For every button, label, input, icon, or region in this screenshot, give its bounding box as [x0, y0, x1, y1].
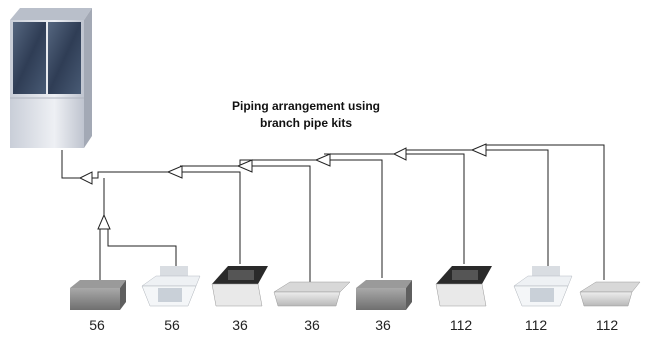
pipe-header-3 [252, 158, 325, 161]
branch-kit-4 [236, 159, 253, 173]
indoor-unit-cassette-black [435, 266, 492, 307]
indoor-unit-ducted [70, 280, 126, 310]
indoor-unit-cassette-white [513, 266, 573, 307]
indoor-unit-ceiling-suspended [579, 281, 641, 307]
capacity-label: 112 [595, 317, 619, 333]
outdoor-unit-side [84, 8, 92, 148]
capacity-label: 112 [449, 317, 473, 333]
fan-grille-right [48, 22, 81, 94]
indoor-unit-cassette-white [141, 266, 201, 307]
fan-grille-left [13, 22, 46, 94]
capacity-label: 36 [232, 317, 248, 333]
pipe-to-unit-7 [486, 149, 549, 276]
branch-kit-2 [97, 213, 111, 230]
branch-kit-6 [392, 147, 407, 161]
pipe-network [61, 144, 605, 290]
pipe-to-unit-6 [406, 153, 465, 264]
pipe-to-unit-8 [486, 144, 605, 280]
pipe-to-unit-5 [330, 159, 383, 278]
pipe-header-1 [92, 171, 168, 179]
capacity-label: 56 [164, 317, 180, 333]
caption-line-2: branch pipe kits [259, 116, 353, 130]
outdoor-unit-top [10, 8, 92, 20]
branch-kit-1 [78, 171, 93, 185]
capacity-label: 112 [524, 317, 548, 333]
indoor-unit-ducted [356, 280, 412, 310]
indoor-unit-cassette-black [211, 266, 268, 307]
diagram-caption: Piping arrangement using branch pipe kit… [206, 98, 406, 132]
pipe-outdoor-feed [61, 150, 80, 179]
branch-kits [78, 143, 487, 230]
indoor-units [70, 266, 641, 310]
indoor-unit-ceiling-suspended [273, 281, 351, 307]
branch-kit-3 [166, 165, 183, 179]
capacity-label: 36 [304, 317, 320, 333]
pipe-to-unit-4 [252, 165, 311, 283]
caption-line-1: Piping arrangement using [231, 99, 381, 113]
branch-kit-7 [470, 143, 487, 157]
pipe-to-unit-2 [107, 229, 177, 268]
branch-kit-5 [314, 153, 331, 167]
outdoor-unit [10, 8, 92, 148]
pipe-to-unit-3 [182, 171, 241, 264]
capacity-label: 56 [89, 317, 105, 333]
capacity-label: 36 [375, 317, 391, 333]
